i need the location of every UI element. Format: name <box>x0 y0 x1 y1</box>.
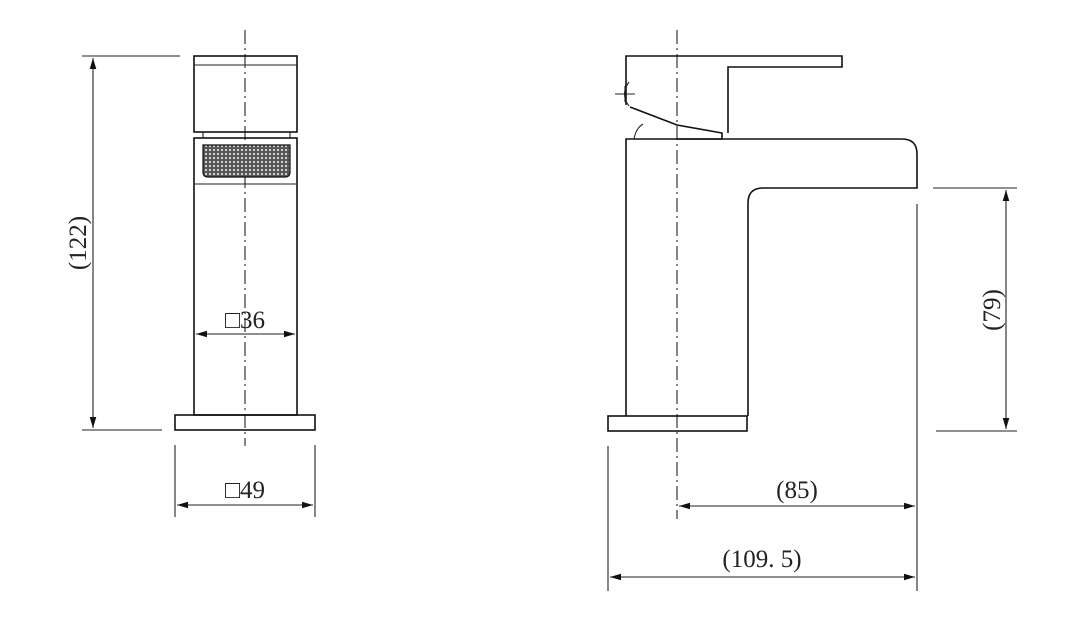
handle-joint <box>633 123 644 140</box>
indicator-button <box>615 81 635 107</box>
cartridge-collar <box>202 132 291 138</box>
aerator-mesh <box>202 144 291 178</box>
dimension-label-49: □49 <box>225 477 265 504</box>
dimension-width-49: □49 <box>174 445 316 517</box>
lever-handle <box>625 55 843 133</box>
dimension-label-36: □36 <box>225 307 265 334</box>
dimension-depth-109-5: (109. 5) <box>607 446 915 591</box>
dimension-label-122: (122) <box>65 216 92 270</box>
front-view: (122) □36 □49 <box>65 30 316 517</box>
base-plate <box>174 414 316 431</box>
side-base-plate <box>607 415 748 432</box>
handle-underside <box>629 106 723 140</box>
dimension-label-85: (85) <box>776 477 818 504</box>
dimension-label-79: (79) <box>979 289 1006 331</box>
dimension-height-122: (122) <box>65 55 180 431</box>
dimension-width-36: □36 <box>196 307 295 338</box>
dimension-label-109-5: (109. 5) <box>722 546 801 573</box>
handle-block <box>193 55 298 133</box>
tap-body-spout <box>625 138 918 416</box>
side-view: (79) (85) (109. 5) <box>607 30 1017 591</box>
dimension-height-79: (79) <box>933 187 1017 432</box>
dimension-reach-85: (85) <box>679 204 918 591</box>
